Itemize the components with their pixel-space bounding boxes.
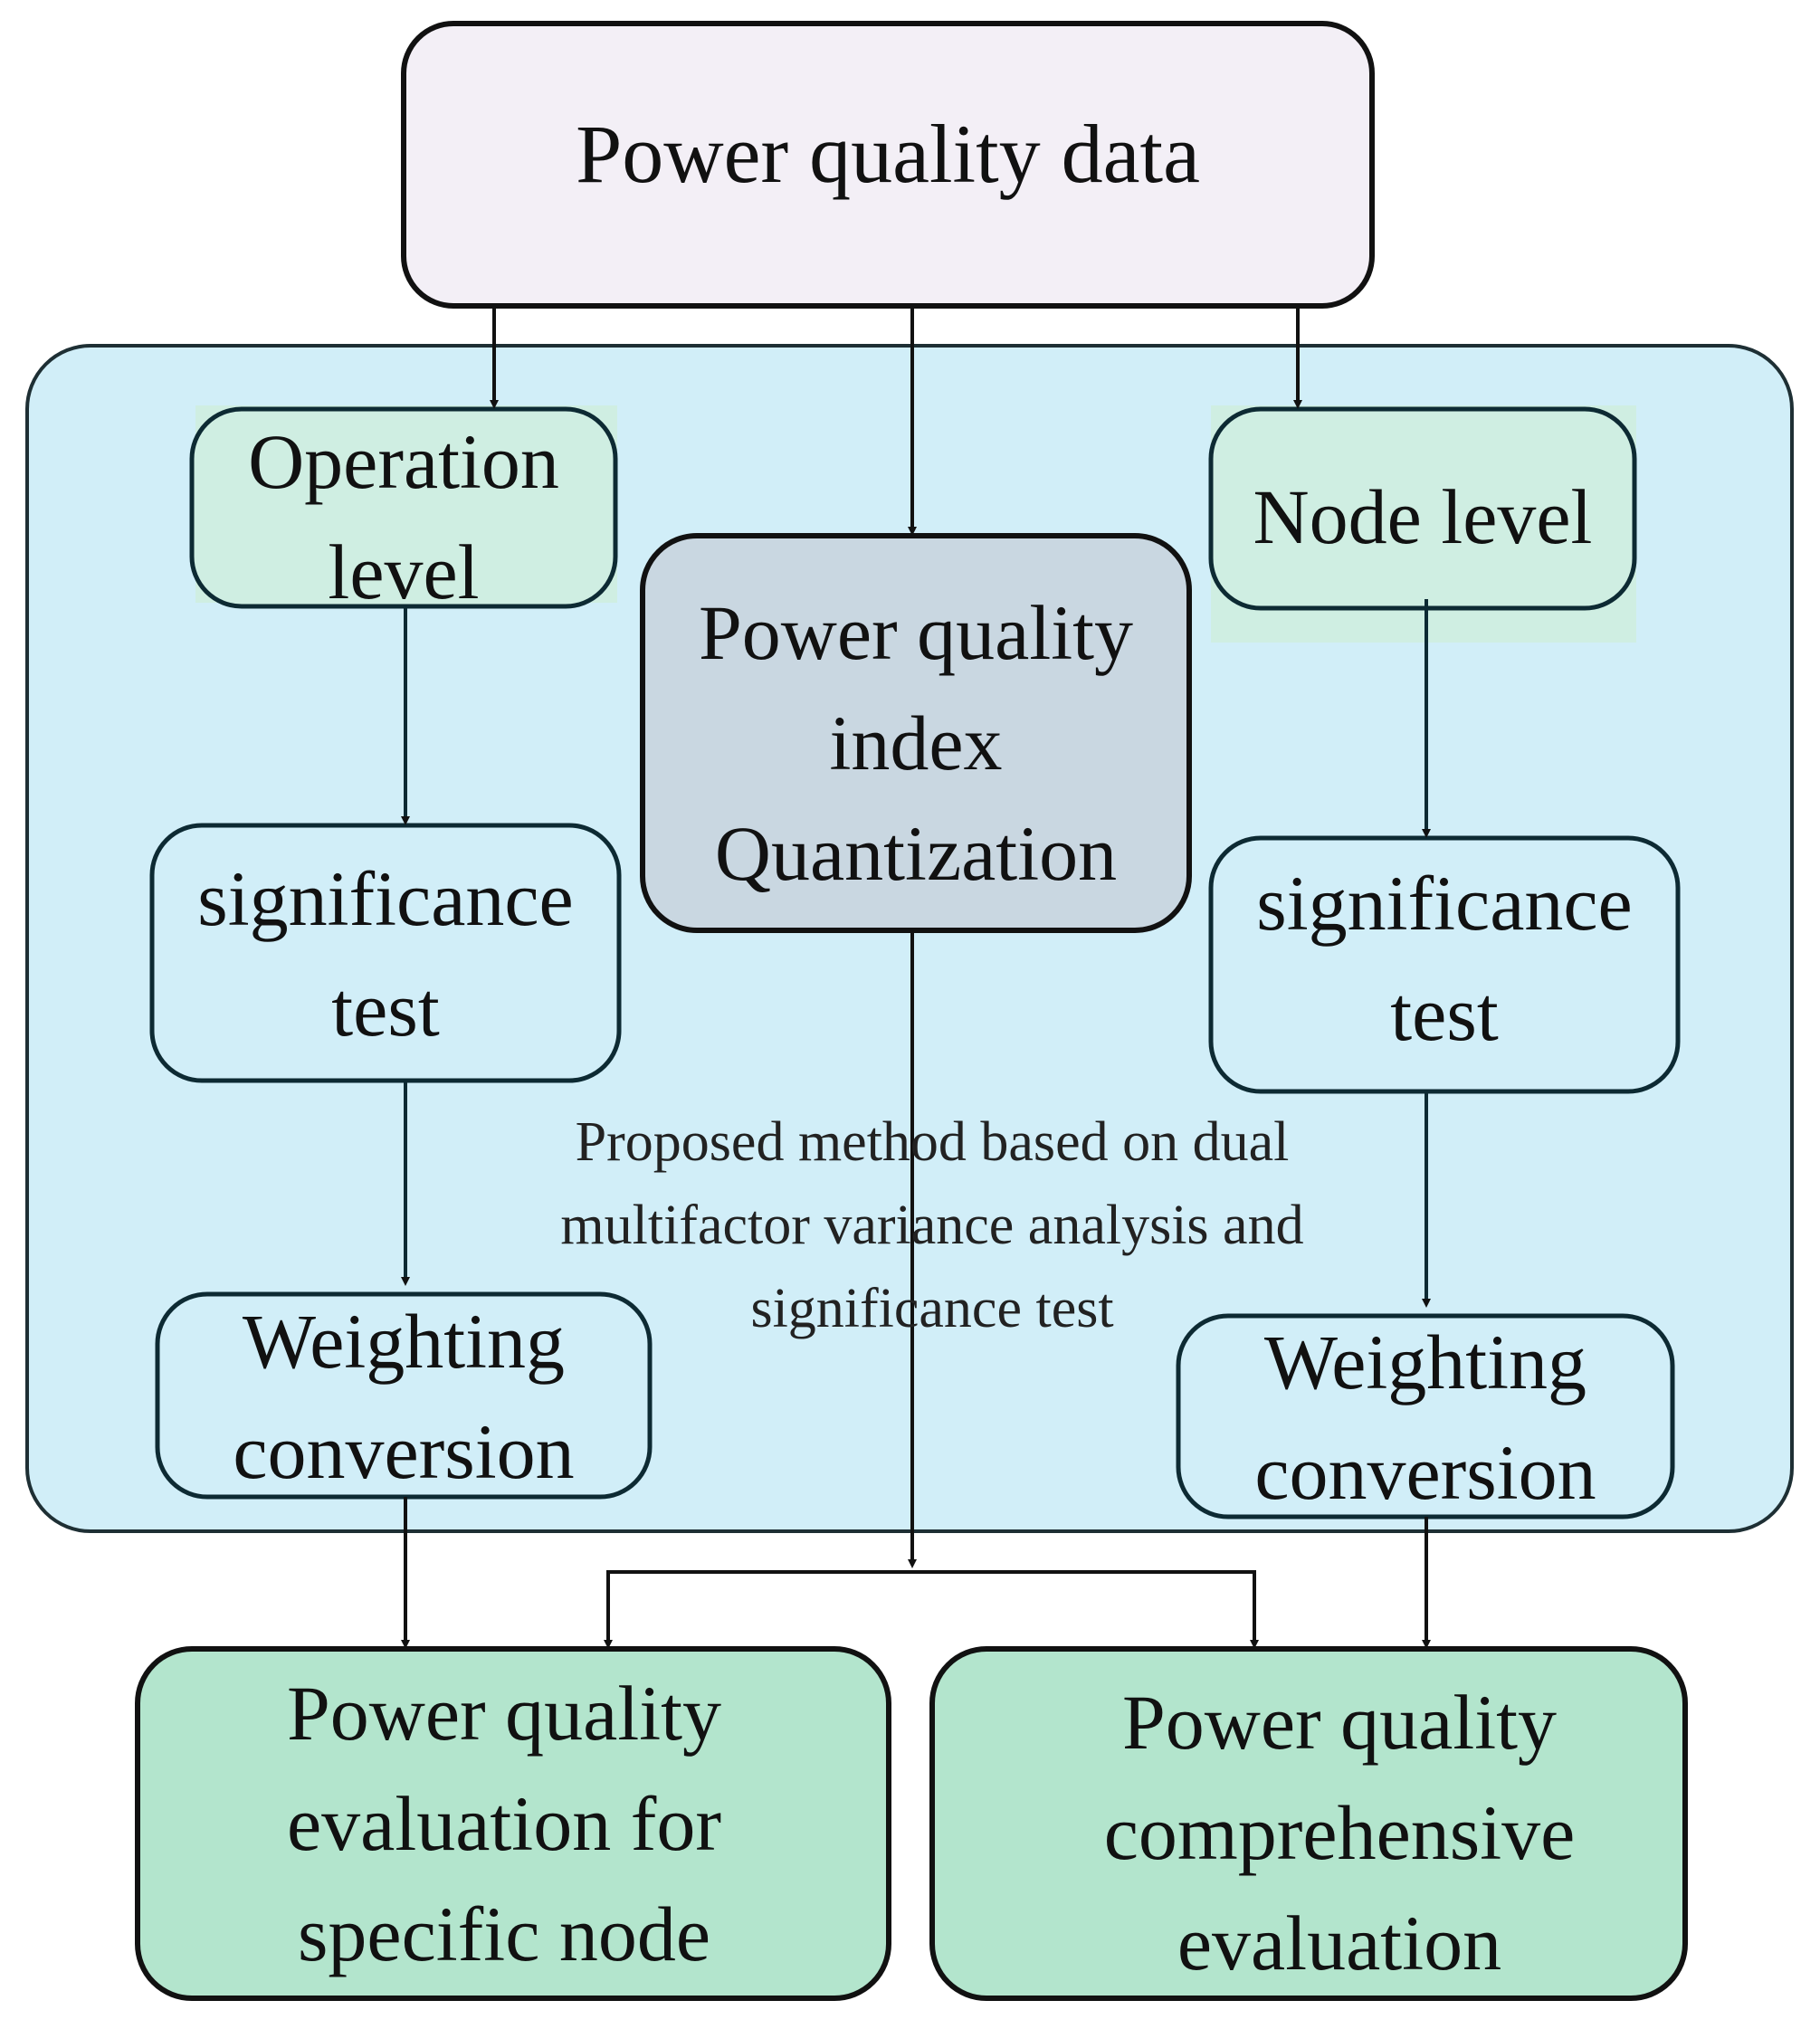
label-line: comprehensive bbox=[1103, 1789, 1576, 1876]
method-note: Proposed method based on dual multifacto… bbox=[443, 1100, 1421, 1350]
operation-level-label: Operation level bbox=[170, 406, 637, 627]
label-line: Power quality bbox=[698, 589, 1134, 676]
quantization-label: Power quality index Quantization bbox=[643, 577, 1189, 909]
label-line: significance bbox=[197, 855, 574, 942]
specific-node-evaluation-label: Power quality evaluation for specific no… bbox=[138, 1658, 871, 1989]
label-line: specific node bbox=[297, 1891, 711, 1977]
quantization-box bbox=[640, 533, 1192, 933]
label-line: Node level bbox=[1253, 473, 1593, 560]
significance-test-label-left: significance test bbox=[152, 843, 619, 1064]
label-line: Power quality data bbox=[576, 108, 1200, 200]
comprehensive-evaluation-box bbox=[929, 1646, 1688, 2001]
significance-test-label-right: significance test bbox=[1211, 848, 1678, 1069]
significance-test-box-right bbox=[1208, 835, 1681, 1094]
note-line: Proposed method based on dual bbox=[575, 1111, 1290, 1173]
label-line: evaluation bbox=[1177, 1900, 1502, 1986]
weighting-conversion-label-left: Weighting conversion bbox=[157, 1286, 650, 1507]
note-line: multifactor variance analysis and bbox=[560, 1195, 1304, 1256]
label-line: Weighting bbox=[1263, 1319, 1587, 1405]
node-level-label: Node level bbox=[1211, 462, 1634, 572]
power-quality-data-box bbox=[401, 21, 1375, 309]
label-line: Power quality bbox=[286, 1670, 722, 1757]
label-line: Quantization bbox=[714, 810, 1118, 897]
label-line: conversion bbox=[233, 1408, 575, 1495]
label-line: conversion bbox=[1254, 1429, 1596, 1516]
label-line: test bbox=[1390, 970, 1499, 1057]
label-line: test bbox=[331, 966, 440, 1053]
weighting-conversion-label-right: Weighting conversion bbox=[1178, 1307, 1672, 1528]
label-line: Operation bbox=[248, 418, 559, 505]
power-quality-data-label: Power quality data bbox=[404, 98, 1372, 210]
specific-node-evaluation-box bbox=[135, 1646, 891, 2001]
node-level-box bbox=[1208, 406, 1637, 611]
label-line: level bbox=[328, 529, 480, 615]
label-line: index bbox=[829, 700, 1003, 786]
label-line: Weighting bbox=[242, 1298, 566, 1385]
significance-test-box-left bbox=[149, 823, 622, 1083]
comprehensive-evaluation-label: Power quality comprehensive evaluation bbox=[959, 1667, 1720, 1998]
note-line: significance test bbox=[750, 1278, 1114, 1339]
label-line: Power quality bbox=[1121, 1679, 1558, 1766]
label-line: significance bbox=[1256, 860, 1633, 947]
label-line: evaluation for bbox=[287, 1780, 721, 1867]
